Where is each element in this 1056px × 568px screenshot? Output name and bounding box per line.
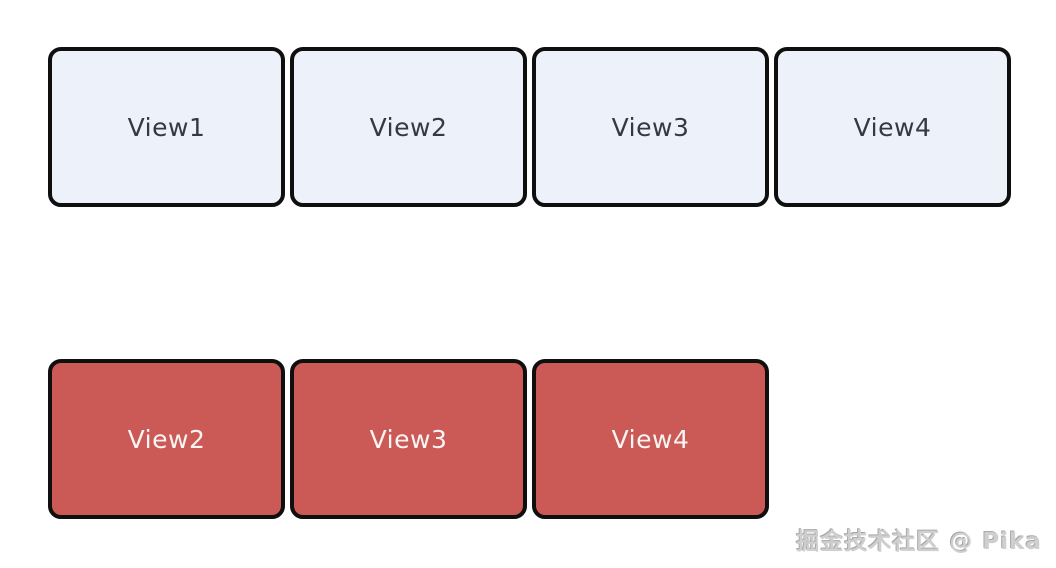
view-box-red-view4: View4 [532, 359, 769, 519]
view-box-label: View3 [369, 424, 448, 454]
view-box-label: View2 [127, 424, 206, 454]
view-box-view1: View1 [48, 47, 285, 207]
view-box-label: View2 [369, 112, 448, 142]
view-box-label: View3 [611, 112, 690, 142]
view-box-view2: View2 [290, 47, 527, 207]
view-box-red-view3: View3 [290, 359, 527, 519]
watermark: 掘金技术社区 @ Pika [796, 529, 1042, 555]
view-box-red-view2: View2 [48, 359, 285, 519]
view-box-label: View4 [853, 112, 932, 142]
view-box-view3: View3 [532, 47, 769, 207]
view-box-label: View1 [127, 112, 206, 142]
view-box-view4: View4 [774, 47, 1011, 207]
view-box-label: View4 [611, 424, 690, 454]
view-row-bottom: View2 View3 View4 [48, 359, 769, 519]
view-row-top: View1 View2 View3 View4 [48, 47, 1011, 207]
